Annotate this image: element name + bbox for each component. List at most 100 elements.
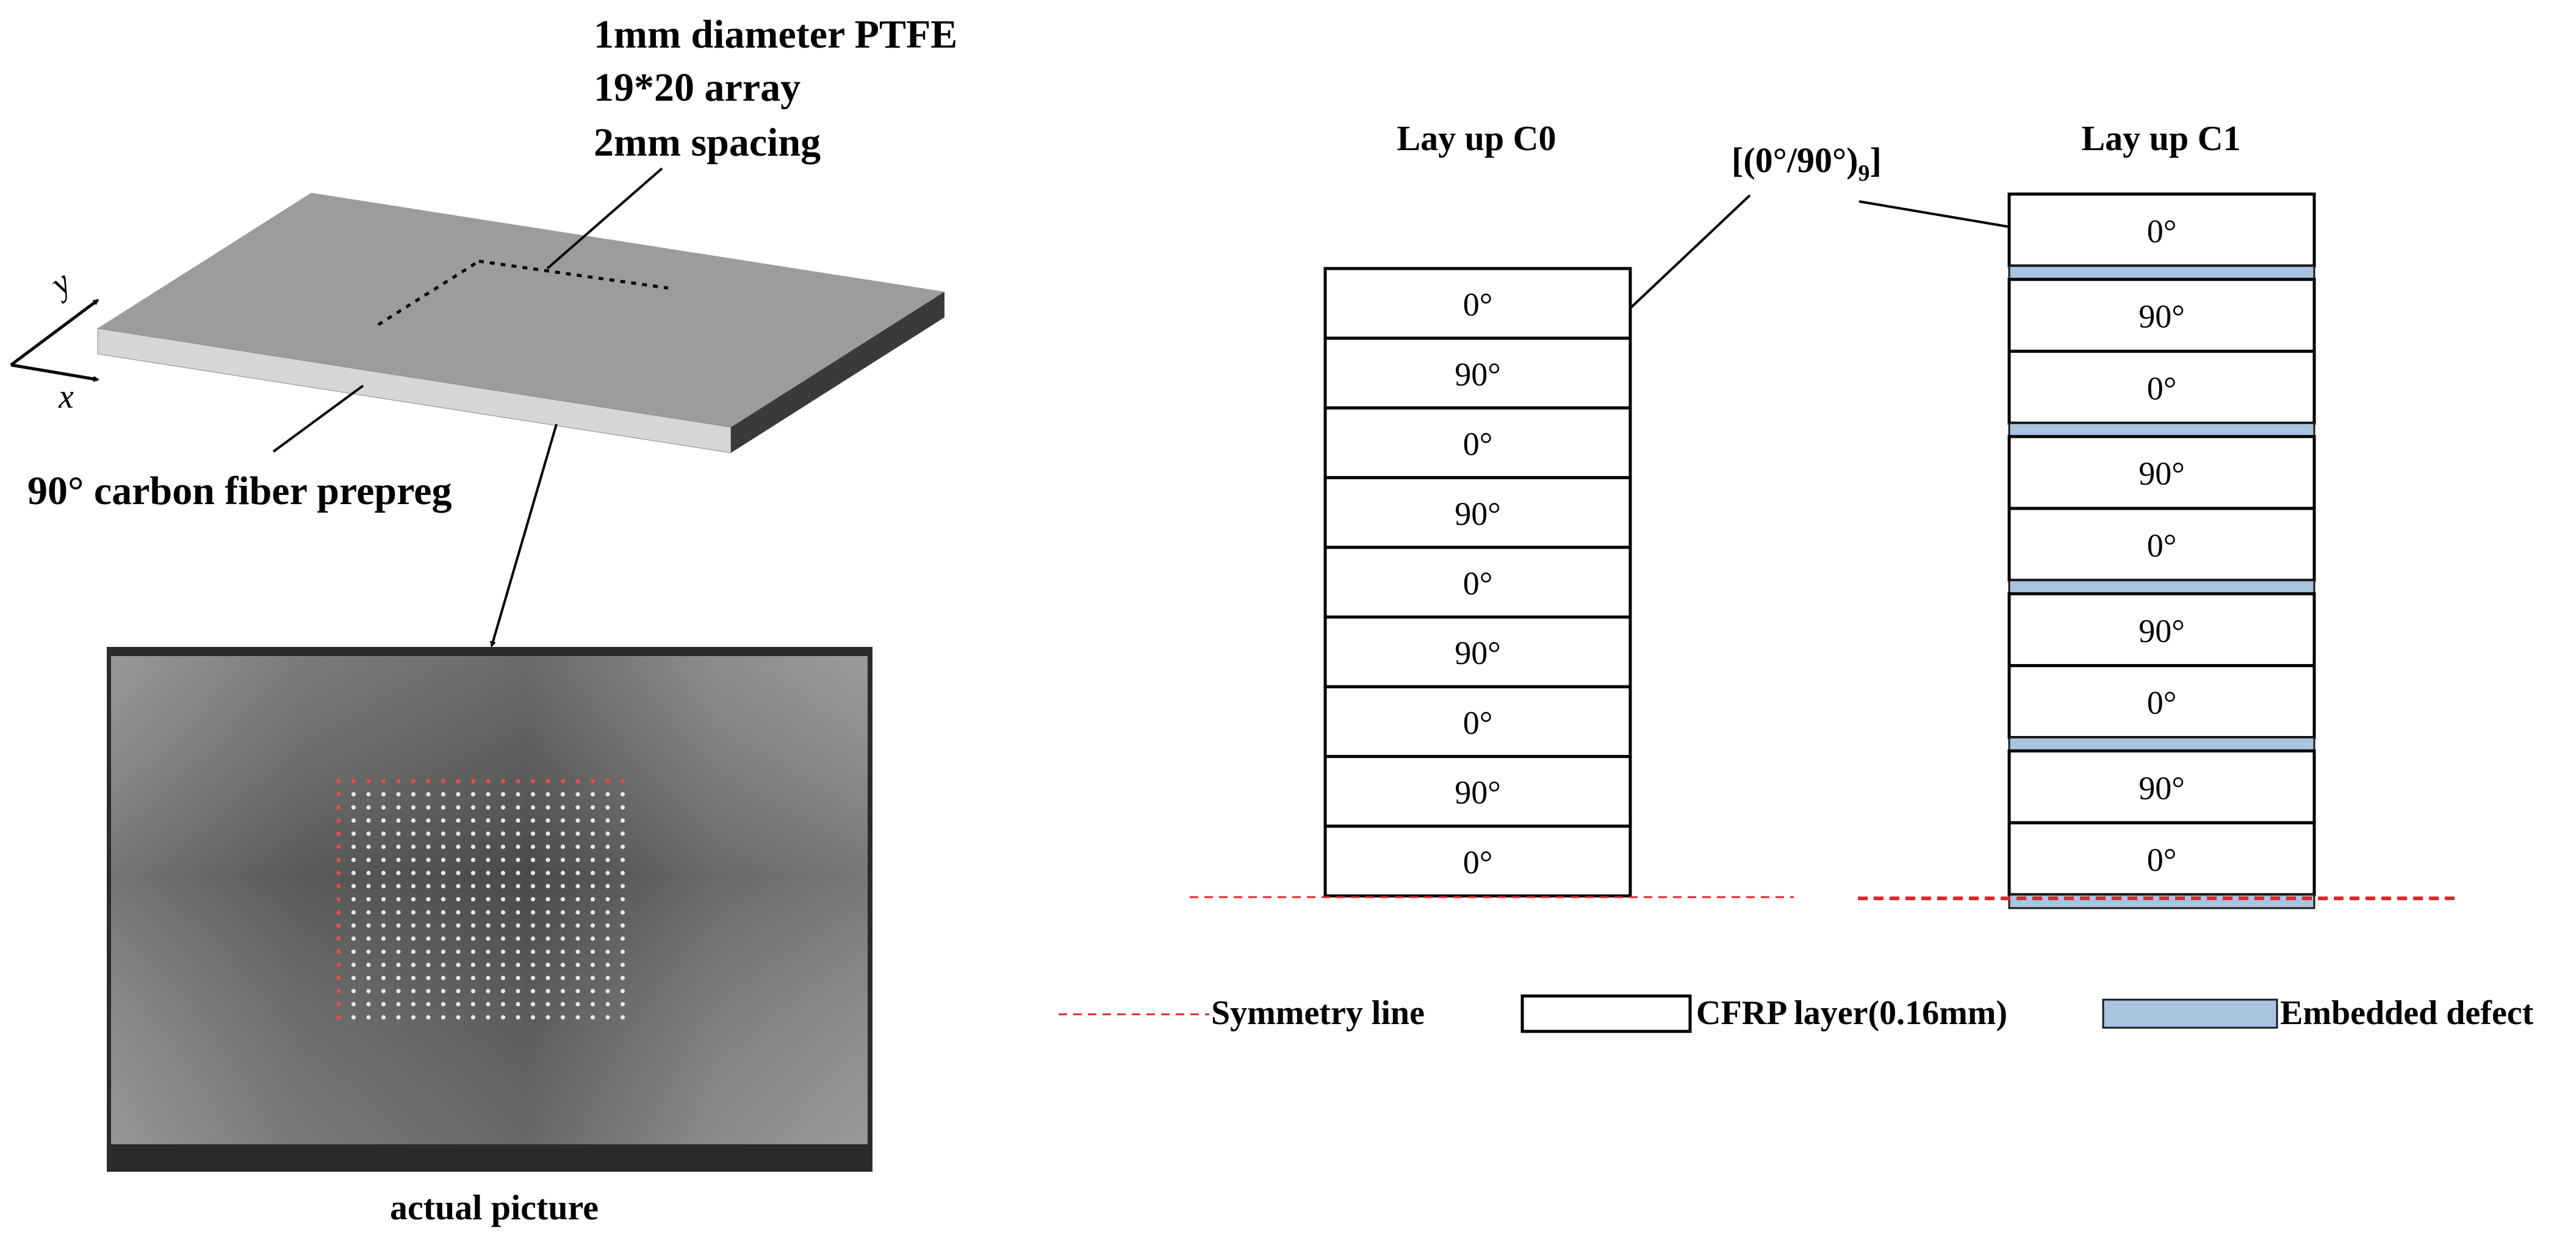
defect-dot xyxy=(605,1015,610,1020)
defect-dot xyxy=(366,1001,371,1007)
defect-dot xyxy=(530,1015,536,1020)
defect-dot xyxy=(396,962,401,967)
defect-dot xyxy=(575,897,580,902)
defect-dot xyxy=(366,975,371,981)
defect-dot xyxy=(411,923,416,928)
defect-dot xyxy=(441,844,446,850)
defect-dot xyxy=(530,779,536,784)
defect-dot xyxy=(411,831,416,836)
defect-dot xyxy=(530,949,536,954)
defect-dot xyxy=(575,936,580,941)
defect-dot xyxy=(381,897,386,902)
defect-dot xyxy=(620,910,625,915)
defect-dot xyxy=(486,818,491,823)
defect-dot xyxy=(426,818,431,823)
defect-dot xyxy=(486,792,491,797)
defect-dot xyxy=(486,1015,491,1020)
defect-dot xyxy=(575,818,580,823)
cfrp-layer xyxy=(1323,685,1632,759)
defect-dot xyxy=(530,962,536,967)
defect-dot xyxy=(575,962,580,967)
defect-dot xyxy=(545,975,550,981)
defect-dot xyxy=(605,1001,610,1007)
defect-dot xyxy=(575,1015,580,1020)
defect-dot xyxy=(605,989,610,994)
defect-dot xyxy=(575,884,580,889)
defect-dot xyxy=(411,1015,416,1020)
layer-angle-label: 90° xyxy=(2139,770,2185,806)
sequence-subscript: 9 xyxy=(1858,161,1869,186)
defect-dot xyxy=(366,831,371,836)
defect-dot xyxy=(530,897,536,902)
annotation-line-3: 2mm spacing xyxy=(594,120,821,165)
defect-dot xyxy=(590,1015,595,1020)
defect-dot xyxy=(470,989,476,994)
defect-dot xyxy=(575,975,580,981)
defect-dot xyxy=(516,1001,520,1007)
defect-dot xyxy=(396,870,401,876)
defect-dot xyxy=(575,831,580,836)
defect-dot xyxy=(560,989,566,994)
defect-dot xyxy=(441,870,446,876)
defect-dot xyxy=(426,975,431,981)
plate-illustration xyxy=(97,167,944,648)
defect-dot xyxy=(486,910,491,915)
defect-dot xyxy=(620,897,625,902)
layer-angle-label: 0° xyxy=(2147,527,2177,564)
sequence-close: ] xyxy=(1869,140,1881,180)
defect-dot xyxy=(516,1015,520,1020)
defect-dot xyxy=(381,831,386,836)
defect-dot xyxy=(426,949,431,954)
defect-dot xyxy=(366,923,371,928)
defect-dot xyxy=(441,923,446,928)
defect-dot xyxy=(590,857,595,862)
defect-dot xyxy=(456,831,461,836)
defect-dot xyxy=(605,779,610,784)
defect-dot xyxy=(336,897,341,902)
defect-dot xyxy=(441,792,446,797)
defect-dot xyxy=(530,923,536,928)
layer-angle-label: 0° xyxy=(1463,704,1493,741)
defect-dot xyxy=(530,857,536,862)
defect-dot xyxy=(545,989,550,994)
defect-dot xyxy=(456,962,461,967)
cfrp-layer xyxy=(1323,824,1632,898)
defect-dot xyxy=(470,910,476,915)
defect-dot xyxy=(500,949,506,954)
layer-angle-label: 0° xyxy=(2147,842,2177,878)
cfrp-layer xyxy=(2007,350,2316,425)
annotation-line-1: 1mm diameter PTFE xyxy=(594,12,957,57)
cfrp-layer xyxy=(2007,278,2316,353)
defect-dot xyxy=(486,923,491,928)
defect-dot xyxy=(351,870,356,876)
defect-dot xyxy=(456,805,461,810)
cfrp-layer xyxy=(2007,749,2316,824)
defect-dot xyxy=(336,805,341,810)
defect-dot xyxy=(605,792,610,797)
defect-dot xyxy=(530,910,536,915)
layer-angle-label: 90° xyxy=(2139,613,2185,649)
defect-dot xyxy=(336,792,341,797)
defect-dot xyxy=(396,779,401,784)
defect-dot xyxy=(545,897,550,902)
defect-dot xyxy=(396,949,401,954)
defect-dot xyxy=(426,857,431,862)
defect-dot xyxy=(516,897,520,902)
defect-dot xyxy=(426,792,431,797)
defect-dot xyxy=(605,818,610,823)
defect-dot xyxy=(381,870,386,876)
defect-dot xyxy=(456,1015,461,1020)
defect-dot xyxy=(456,975,461,981)
defect-dot xyxy=(351,779,356,784)
defect-dot xyxy=(500,831,506,836)
defect-dot xyxy=(590,805,595,810)
defect-dot xyxy=(366,989,371,994)
stacking-sequence-label: [(0°/90°)9] xyxy=(1732,140,1882,186)
defect-dot xyxy=(441,936,446,941)
legend-cfrp-swatch xyxy=(1520,994,1692,1033)
layer-angle-label: 90° xyxy=(1455,356,1501,392)
defect-dot xyxy=(381,805,386,810)
defect-dot xyxy=(530,831,536,836)
defect-dot xyxy=(426,884,431,889)
defect-dot xyxy=(605,923,610,928)
